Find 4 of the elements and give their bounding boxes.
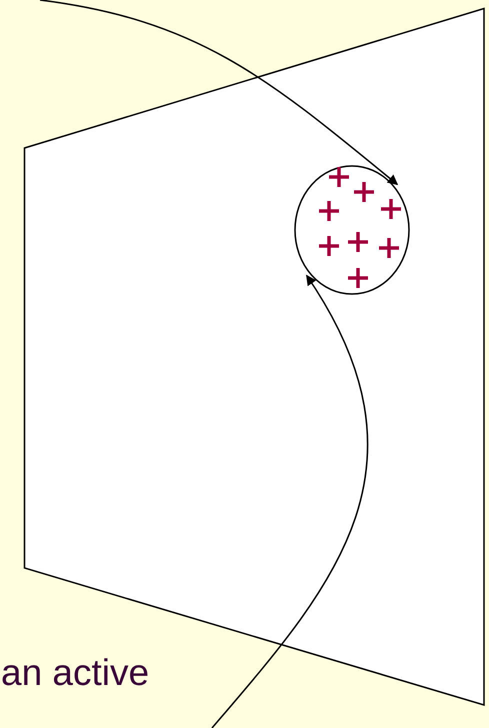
charge-region-ellipse: [294, 165, 410, 295]
caption-text: an active: [1, 652, 150, 694]
arrow: [211, 274, 368, 728]
arrow: [40, 0, 398, 186]
